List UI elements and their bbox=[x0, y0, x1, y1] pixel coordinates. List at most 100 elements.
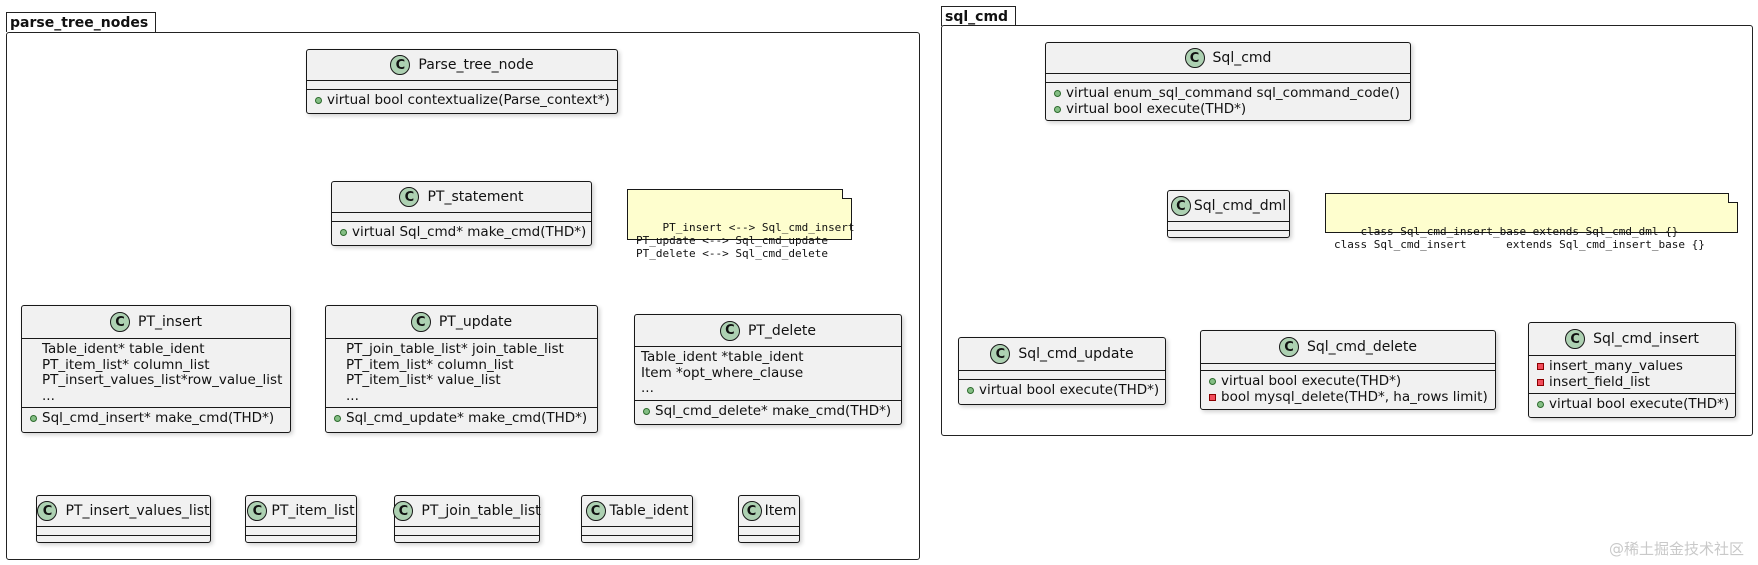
method: virtual bool execute(THD*) bbox=[1549, 396, 1730, 412]
field: Item *opt_where_clause bbox=[641, 364, 804, 381]
class-badge-icon: C bbox=[247, 501, 268, 521]
class-name: PT_join_table_list bbox=[421, 503, 541, 519]
class-name: Sql_cmd_insert bbox=[1593, 331, 1699, 347]
class-header: C PT_insert bbox=[22, 306, 290, 338]
class-name: PT_statement bbox=[427, 189, 524, 205]
field: ... bbox=[641, 380, 654, 396]
class-badge-icon: C bbox=[741, 501, 762, 521]
class-header: C Sql_cmd_insert bbox=[1529, 323, 1735, 355]
package-tab-sql-cmd: sql_cmd bbox=[941, 6, 1017, 26]
class-header: C Sql_cmd_delete bbox=[1201, 331, 1495, 363]
class-pt-insert-values-list: C PT_insert_values_list bbox=[36, 495, 211, 543]
method: virtual enum_sql_command sql_command_cod… bbox=[1066, 85, 1400, 101]
class-pt-item-list: C PT_item_list bbox=[245, 495, 357, 543]
class-header: C PT_statement bbox=[332, 182, 591, 212]
public-marker-icon bbox=[334, 415, 341, 423]
class-header: C PT_join_table_list bbox=[393, 496, 541, 526]
method: virtual bool execute(THD*) bbox=[1221, 373, 1402, 389]
method: virtual bool contextualize(Parse_context… bbox=[327, 92, 610, 108]
class-methods: virtual bool execute(THD*) bool mysql_de… bbox=[1201, 370, 1495, 408]
field: PT_insert_values_list*row_value_list bbox=[42, 372, 283, 388]
class-badge-icon: C bbox=[393, 501, 414, 521]
method: virtual bool execute(THD*) bbox=[979, 382, 1160, 398]
public-marker-icon bbox=[315, 97, 322, 105]
class-pt-statement: C PT_statement virtual Sql_cmd* make_cmd… bbox=[331, 181, 592, 246]
private-marker-icon bbox=[1209, 393, 1216, 401]
field: PT_item_list* column_list bbox=[346, 356, 514, 373]
private-marker-icon bbox=[1537, 378, 1544, 386]
class-header: C PT_insert_values_list bbox=[37, 496, 210, 526]
class-name: Sql_cmd_dml bbox=[1193, 198, 1287, 214]
class-methods: Sql_cmd_update* make_cmd(THD*) bbox=[326, 407, 597, 430]
public-marker-icon bbox=[643, 407, 650, 415]
field: Table_ident *table_ident bbox=[641, 349, 804, 365]
class-pt-delete: C PT_delete Table_ident *table_ident Ite… bbox=[634, 314, 902, 425]
field: Table_ident* table_ident bbox=[42, 341, 205, 357]
class-header: C PT_delete bbox=[635, 315, 901, 346]
note-text: class Sql_cmd_insert_base extends Sql_cm… bbox=[1334, 225, 1705, 251]
class-badge-icon: C bbox=[1279, 337, 1299, 357]
package-tab-parse-tree-nodes: parse_tree_nodes bbox=[6, 12, 157, 32]
class-fields: Table_ident* table_ident PT_item_list* c… bbox=[22, 338, 290, 407]
class-badge-icon: C bbox=[399, 187, 420, 207]
public-marker-icon bbox=[1054, 105, 1061, 113]
note-text: PT_insert <--> Sql_cmd_insert PT_update … bbox=[636, 221, 855, 260]
public-marker-icon bbox=[30, 415, 37, 423]
class-sql-cmd-update: C Sql_cmd_update virtual bool execute(TH… bbox=[958, 337, 1166, 405]
class-name: PT_delete bbox=[747, 322, 817, 339]
class-badge-icon: C bbox=[990, 344, 1011, 364]
class-methods: virtual Sql_cmd* make_cmd(THD*) bbox=[332, 221, 591, 244]
class-name: PT_update bbox=[438, 314, 513, 330]
class-name: Item bbox=[764, 503, 797, 519]
class-methods: Sql_cmd_insert* make_cmd(THD*) bbox=[22, 407, 290, 430]
class-sql-cmd-insert: C Sql_cmd_insert insert_many_values inse… bbox=[1528, 322, 1736, 418]
class-name: Table_ident bbox=[609, 503, 689, 519]
class-header: C PT_update bbox=[326, 306, 597, 338]
class-name: Sql_cmd_delete bbox=[1307, 339, 1417, 355]
class-badge-icon: C bbox=[110, 312, 131, 332]
class-name: PT_item_list bbox=[271, 503, 355, 519]
method: virtual bool execute(THD*) bbox=[1066, 100, 1247, 117]
class-methods: Sql_cmd_delete* make_cmd(THD*) bbox=[635, 399, 901, 423]
class-header: C Item bbox=[739, 496, 799, 526]
class-badge-icon: C bbox=[410, 312, 431, 332]
note-fold bbox=[1728, 193, 1738, 203]
class-methods: virtual bool contextualize(Parse_context… bbox=[307, 89, 617, 112]
class-badge-icon: C bbox=[390, 55, 411, 75]
public-marker-icon bbox=[1537, 401, 1544, 409]
class-header: C Sql_cmd_dml bbox=[1168, 191, 1289, 221]
class-name: PT_insert bbox=[138, 314, 202, 330]
field: PT_item_list* value_list bbox=[346, 372, 501, 388]
field: ... bbox=[42, 387, 55, 404]
class-sql-cmd-dml: C Sql_cmd_dml bbox=[1167, 190, 1290, 238]
public-marker-icon bbox=[1209, 378, 1216, 386]
class-table-ident: C Table_ident bbox=[581, 495, 693, 543]
package-title: sql_cmd bbox=[945, 9, 1009, 25]
private-marker-icon bbox=[1537, 363, 1544, 371]
field: ... bbox=[346, 387, 359, 404]
method: Sql_cmd_delete* make_cmd(THD*) bbox=[655, 402, 892, 419]
class-header: C Sql_cmd bbox=[1046, 43, 1410, 73]
class-header: C PT_item_list bbox=[246, 496, 356, 526]
class-header: C Sql_cmd_update bbox=[959, 338, 1165, 370]
package-title: parse_tree_nodes bbox=[10, 15, 149, 31]
class-fields: insert_many_values insert_field_list bbox=[1529, 355, 1735, 393]
class-name: Parse_tree_node bbox=[418, 57, 534, 73]
field: PT_item_list* column_list bbox=[42, 356, 210, 373]
method: Sql_cmd_insert* make_cmd(THD*) bbox=[42, 410, 275, 426]
class-pt-join-table-list: C PT_join_table_list bbox=[393, 495, 541, 543]
method: bool mysql_delete(THD*, ha_rows limit) bbox=[1221, 388, 1488, 405]
method: Sql_cmd_update* make_cmd(THD*) bbox=[346, 410, 588, 426]
public-marker-icon bbox=[340, 229, 347, 237]
class-methods: virtual enum_sql_command sql_command_cod… bbox=[1046, 82, 1410, 120]
class-methods: virtual bool execute(THD*) bbox=[959, 379, 1165, 402]
method: virtual Sql_cmd* make_cmd(THD*) bbox=[352, 224, 587, 240]
package-parse-tree-nodes bbox=[6, 32, 920, 560]
class-badge-icon: C bbox=[1170, 196, 1191, 216]
class-pt-insert: C PT_insert Table_ident* table_ident PT_… bbox=[21, 305, 291, 433]
note-fold bbox=[842, 189, 852, 199]
class-badge-icon: C bbox=[37, 501, 58, 521]
note-pt-to-sql-cmd-mapping: PT_insert <--> Sql_cmd_insert PT_update … bbox=[627, 189, 855, 260]
class-sql-cmd-delete: C Sql_cmd_delete virtual bool execute(TH… bbox=[1200, 330, 1496, 410]
